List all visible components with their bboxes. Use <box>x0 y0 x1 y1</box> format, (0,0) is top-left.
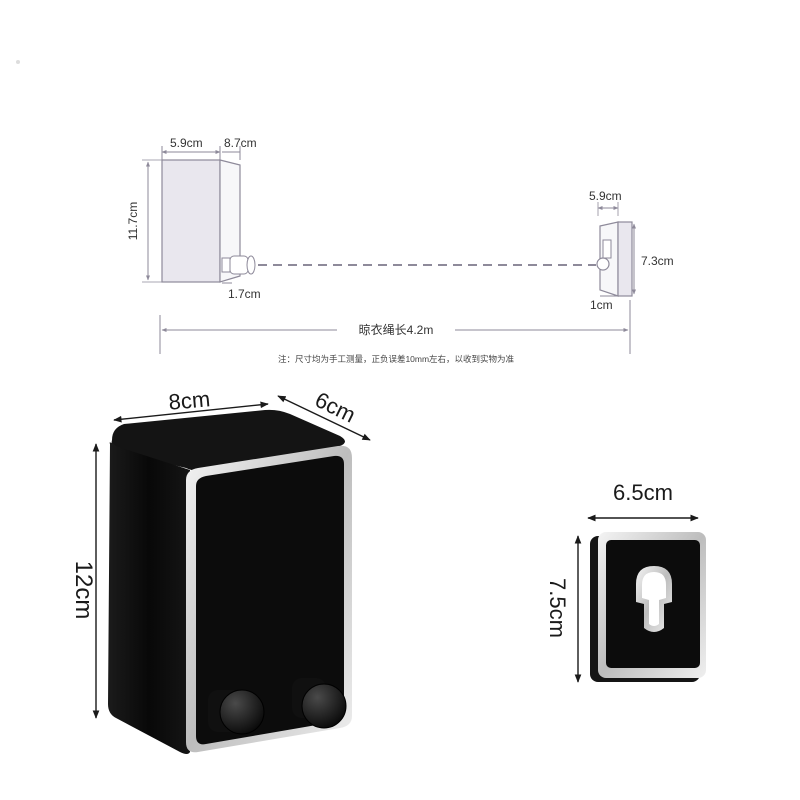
box-depth-label: 8.7cm <box>224 136 257 150</box>
box-width-label: 5.9cm <box>170 136 203 150</box>
product-side-face <box>108 442 190 754</box>
product-width-dimension <box>113 401 269 423</box>
hook-plate: 6.5cm 7.5cm <box>545 480 706 683</box>
knob-offset-label: 1.7cm <box>228 287 261 301</box>
product-height-label: 12cm <box>70 561 97 620</box>
schematic-hook-plate <box>617 221 633 297</box>
schematic-hook-arm <box>602 239 612 259</box>
product-box: 8cm 6cm 12cm <box>70 386 371 754</box>
hook-plate-height-label: 7.5cm <box>545 578 570 638</box>
schematic-box-front <box>161 159 221 283</box>
speck <box>16 60 20 64</box>
product-depth-dimension <box>277 395 371 441</box>
schematic-knob-cap <box>246 255 256 275</box>
knob-left[interactable] <box>208 689 265 735</box>
schematic-knob-base <box>221 257 231 273</box>
schematic-knob <box>229 255 249 275</box>
knob-right[interactable] <box>292 678 347 729</box>
schematic-hook-ring <box>596 257 610 271</box>
product-depth-label: 6cm <box>311 387 359 428</box>
schematic: 5.9cm 8.7cm 11.7cm 1.7cm 5.9cm 7.3cm <box>16 60 674 364</box>
rope-length-label: 晾衣绳长4.2m <box>359 322 434 337</box>
knob-right-cap <box>301 683 347 729</box>
box-height-label: 11.7cm <box>126 202 140 240</box>
schematic-box-side <box>219 159 241 283</box>
hook-width-label: 5.9cm <box>589 189 622 203</box>
product-width-label: 8cm <box>168 386 212 415</box>
hook-plate-width-label: 6.5cm <box>613 480 673 505</box>
hook-depth-label: 1cm <box>590 298 613 312</box>
product-front-panel <box>196 455 344 745</box>
knob-left-cap <box>219 689 265 735</box>
measurement-note: 注：尺寸均为手工测量，正负误差10mm左右，以收到实物为准 <box>278 354 515 364</box>
hook-height-label: 7.3cm <box>641 254 674 268</box>
keyhole-icon <box>642 572 666 626</box>
